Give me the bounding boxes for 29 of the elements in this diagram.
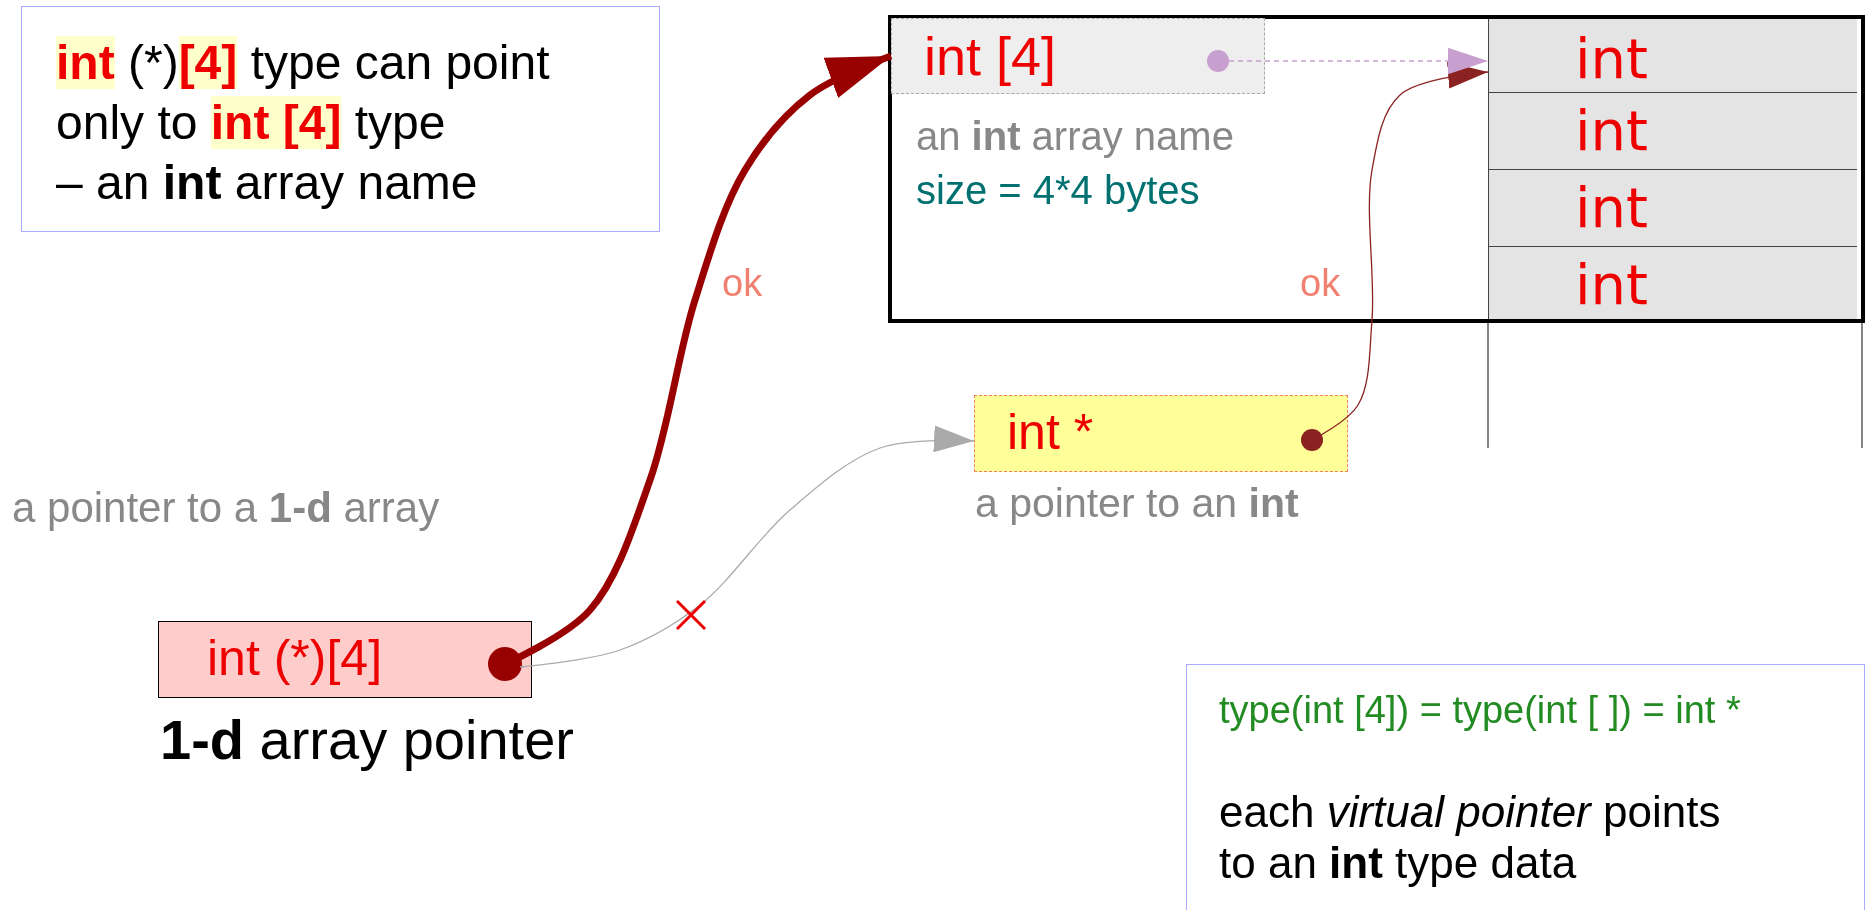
caption-text: 1-d array pointer — [160, 708, 574, 773]
caption-text: a pointer to an int — [975, 480, 1299, 528]
note-text: type(int [4]) = type(int [ ]) = int * — [1219, 689, 1741, 733]
arrow — [519, 425, 975, 668]
note-box — [1186, 664, 1865, 910]
type-label: int — [1575, 176, 1648, 241]
note-text: each virtual pointer points to an int type data — [1219, 787, 1722, 889]
note-text: int (*)[4] type can point — [56, 35, 550, 91]
type-label: int [4] — [924, 25, 1057, 88]
type-label: int * — [1007, 404, 1094, 462]
int-cell — [1488, 93, 1857, 170]
int-cell — [1488, 247, 1857, 319]
array-box — [888, 15, 1865, 323]
int-cell — [1488, 19, 1857, 93]
note-text: – an int array name — [56, 155, 478, 211]
pointer-box — [974, 395, 1348, 472]
array-pointer-box — [158, 621, 532, 698]
note-box — [21, 6, 660, 232]
type-label: int — [1575, 253, 1648, 318]
type-label: int (*)[4] — [207, 630, 383, 688]
int-cell — [1488, 170, 1857, 247]
type-label: int — [1575, 27, 1648, 92]
type-label: int — [1575, 99, 1648, 164]
size-text: size = 4*4 bytes — [916, 167, 1200, 213]
caption-text: a pointer to a 1-d array — [12, 484, 440, 533]
note-text: only to int [4] type — [56, 95, 446, 151]
array-name-box — [891, 18, 1265, 94]
description-text: an int array name — [916, 113, 1234, 159]
arrow — [1228, 47, 1489, 75]
